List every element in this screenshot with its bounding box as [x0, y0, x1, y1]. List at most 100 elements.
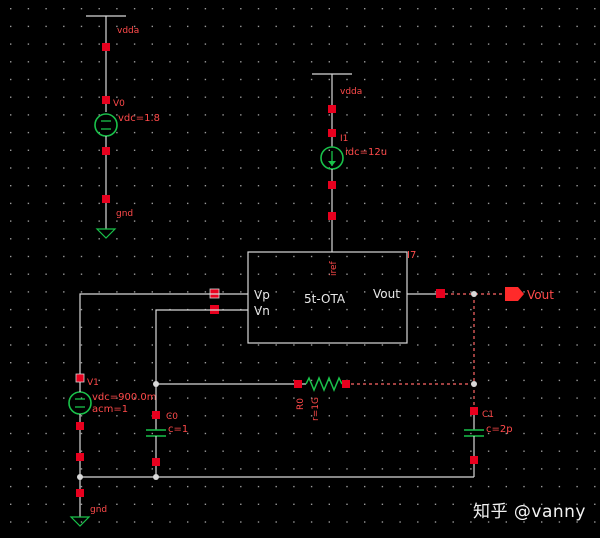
grid-dot [45, 167, 47, 169]
grid-dot [434, 131, 437, 134]
r0-value: r=1G [311, 397, 321, 421]
grid-dot [381, 432, 384, 435]
grid-dot [151, 96, 153, 98]
grid-dot [222, 114, 224, 116]
grid-dot [541, 344, 543, 346]
input-source-v1[interactable]: V1 vdc=900.0m acm=1 gnd [68, 373, 157, 527]
grid-dot [381, 25, 384, 28]
grid-dot [399, 450, 401, 452]
grid-dot [257, 379, 260, 382]
grid-dot [328, 326, 330, 328]
grid-dot [417, 450, 419, 452]
grid-dot [576, 202, 578, 205]
grid-dot [80, 503, 83, 505]
grid-dot [275, 308, 277, 311]
grid-dot [523, 273, 525, 275]
grid-dot [98, 131, 100, 134]
grid-dot [151, 185, 153, 187]
grid-dot [328, 61, 330, 63]
grid-dot [470, 273, 472, 275]
grid-dot [222, 25, 224, 28]
grid-dot [275, 96, 277, 98]
grid-dot [187, 96, 189, 98]
grid-dot [541, 485, 543, 488]
grid-dot [594, 202, 596, 205]
grid-dot [10, 43, 12, 45]
grid-dot [523, 43, 525, 45]
capacitor-c1[interactable]: C1 c=2p [464, 407, 513, 477]
grid-dot [27, 96, 30, 98]
grid-dot [417, 485, 419, 488]
grid-dot [45, 61, 47, 63]
grid-dot [452, 415, 454, 417]
grid-dot [417, 238, 419, 240]
resistor-r0[interactable]: R0 r=1G [294, 376, 350, 421]
grid-dot [257, 167, 260, 169]
vout-port[interactable]: Vout [505, 287, 554, 302]
grid-dot [187, 379, 189, 382]
grid-dot [523, 96, 525, 98]
grid-dot [63, 78, 65, 81]
grid-dot [594, 167, 596, 169]
grid-dot [328, 8, 330, 10]
grid-dot [133, 131, 136, 134]
grid-dot [541, 468, 543, 470]
grid-dot [310, 415, 313, 417]
grid-dot [63, 485, 65, 488]
grid-dot [505, 397, 507, 399]
grid-dot [399, 8, 401, 10]
grid-dot [27, 415, 30, 417]
grid-dot [27, 503, 30, 505]
grid-dot [452, 96, 454, 98]
grid-dot [240, 8, 242, 10]
grid-dot [487, 167, 490, 169]
grid-dot [576, 238, 578, 240]
grid-dot [523, 362, 525, 364]
grid-dot [98, 432, 100, 435]
grid-dot [487, 362, 490, 364]
grid-dot [222, 43, 224, 45]
grid-dot [434, 344, 437, 346]
grid-dot [240, 397, 242, 399]
vout-pin[interactable] [436, 289, 445, 298]
grid-dot [452, 432, 454, 435]
grid-dot [169, 149, 171, 151]
current-source-i1[interactable]: vdda I1 idc=12u [312, 73, 387, 252]
grid-dot [417, 114, 419, 116]
ota-block[interactable]: I7 iref 5t-OTA Vp Vn Vout [209, 250, 445, 344]
grid-dot [257, 273, 260, 275]
grid-dot [187, 485, 189, 488]
grid-dot [116, 450, 118, 452]
grid-dot [417, 61, 419, 63]
grid-dot [275, 220, 277, 222]
grid-dot [381, 503, 384, 505]
grid-dot [399, 432, 401, 435]
grid-dot [275, 485, 277, 488]
grid-dot [133, 308, 136, 311]
grid-dot [133, 326, 136, 328]
grid-dot [240, 379, 242, 382]
grid-dot [505, 185, 507, 187]
grid-dot [594, 503, 596, 505]
grid-dot [594, 96, 596, 98]
grid-dot [346, 326, 348, 328]
grid-dot [417, 149, 419, 151]
grid-dot [275, 131, 277, 134]
grid-dot [240, 432, 242, 435]
grid-dot [187, 114, 189, 116]
grid-dot [310, 468, 313, 470]
grid-dot [204, 61, 207, 63]
grid-dot [222, 344, 224, 346]
grid-dot [399, 255, 401, 258]
grid-dot [187, 344, 189, 346]
grid-dot [63, 255, 65, 258]
grid-dot [310, 43, 313, 45]
grid-dot [523, 202, 525, 205]
grid-dot [434, 503, 437, 505]
grid-dot [364, 149, 366, 151]
grid-dot [541, 362, 543, 364]
vdda-label-top: vdda [117, 26, 139, 36]
supply-source-v0[interactable]: vdda V0 vdc=1.8 gnd [86, 15, 160, 239]
grid-dot [364, 432, 366, 435]
capacitor-c0[interactable]: C0 c=1 [146, 384, 188, 477]
